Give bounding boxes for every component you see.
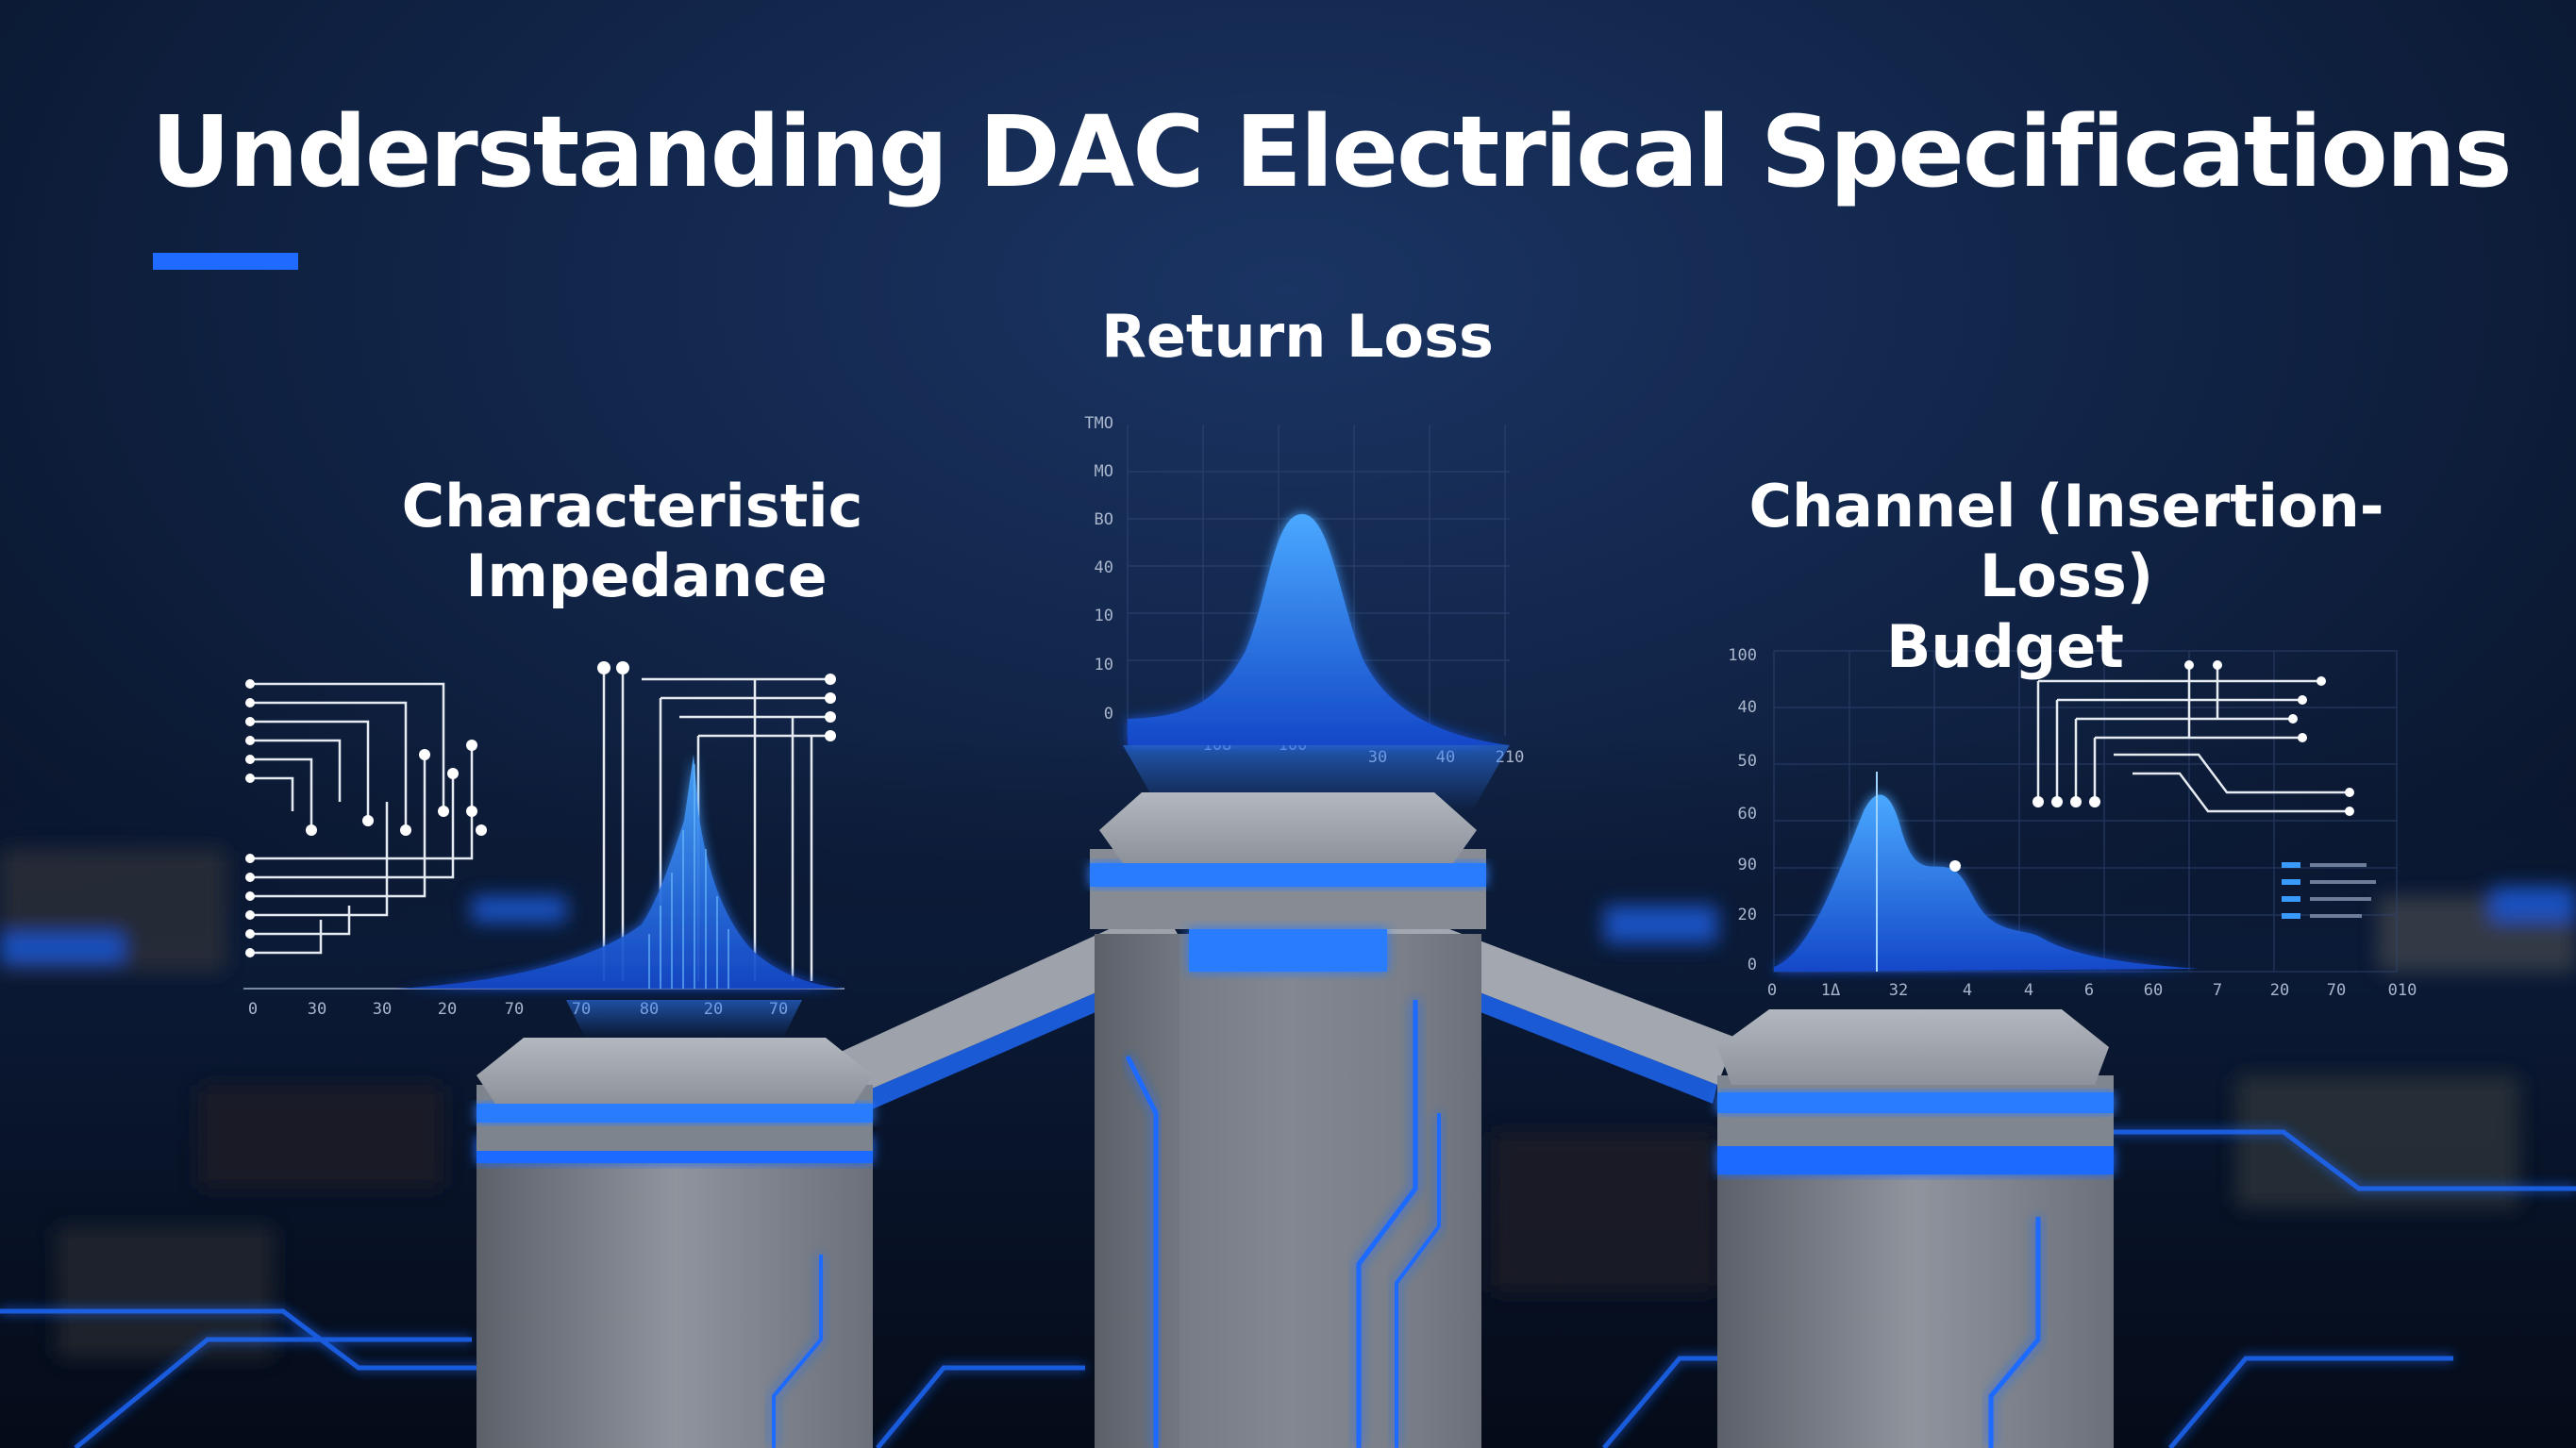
- channel-loss-curve: [1774, 794, 2199, 972]
- circuit-traces: [0, 1129, 2576, 1448]
- svg-text:50: 50: [1738, 752, 1757, 771]
- channel-legend: [2282, 862, 2376, 919]
- svg-text:40: 40: [1095, 558, 1113, 577]
- svg-text:0: 0: [248, 1000, 258, 1019]
- svg-text:010: 010: [2388, 981, 2417, 1000]
- impedance-spike-fine-lines: [648, 764, 729, 989]
- svg-text:40: 40: [1738, 698, 1757, 717]
- channel-budget-line2: Budget: [1886, 611, 2124, 681]
- svg-text:BO: BO: [1095, 510, 1113, 529]
- svg-text:32: 32: [1889, 981, 1908, 1000]
- svg-text:20: 20: [2270, 981, 2289, 1000]
- svg-text:70: 70: [2327, 981, 2346, 1000]
- impedance-schematic-nodes: [245, 679, 487, 957]
- svg-text:90: 90: [1738, 856, 1757, 874]
- return-loss-label: Return Loss: [1101, 302, 1494, 371]
- characteristic-impedance-line1: Characteristic: [401, 472, 863, 541]
- pillar-right: [1717, 1009, 2114, 1448]
- svg-text:6: 6: [2084, 981, 2094, 1000]
- svg-text:100: 100: [1728, 646, 1757, 665]
- svg-text:0: 0: [1748, 956, 1757, 974]
- svg-text:30: 30: [373, 1000, 392, 1019]
- channel-schematic: [2036, 665, 2350, 813]
- pillar-left: [477, 1038, 873, 1448]
- svg-text:70: 70: [505, 1000, 524, 1019]
- svg-text:60: 60: [1738, 805, 1757, 824]
- impedance-nodes-right: [597, 661, 836, 741]
- channel-budget-line1: Channel (Insertion-Loss): [1748, 472, 2384, 611]
- return-loss-bell-curve: [1128, 514, 1510, 745]
- svg-text:MO: MO: [1095, 462, 1113, 481]
- channel-budget-label: Channel (Insertion-Loss) Budget: [1670, 472, 2463, 682]
- pillar-center: [1090, 792, 1486, 1448]
- channel-axis-ticks: 100 40 50 60 90 20 0 0 1Δ 32 4 4 6 60 7 …: [1728, 646, 2417, 1000]
- svg-text:0: 0: [1104, 705, 1113, 724]
- svg-text:60: 60: [2144, 981, 2163, 1000]
- impedance-schematic-left: [250, 682, 474, 955]
- svg-text:4: 4: [2024, 981, 2033, 1000]
- impedance-light-beam: [566, 1000, 802, 1038]
- svg-text:7: 7: [2213, 981, 2222, 1000]
- svg-text:TMO: TMO: [1084, 414, 1113, 433]
- channel-schematic-nodes: [2032, 660, 2354, 816]
- title-accent-bar: [153, 253, 298, 270]
- circuit-board: [0, 849, 2576, 1358]
- characteristic-impedance-line2: Impedance: [465, 541, 828, 611]
- svg-text:20: 20: [1738, 906, 1757, 924]
- svg-text:1Δ: 1Δ: [1821, 981, 1840, 1000]
- impedance-spike-curve: [396, 755, 845, 989]
- svg-text:4: 4: [1963, 981, 1972, 1000]
- svg-text:10: 10: [1095, 607, 1113, 625]
- slide-title: Understanding DAC Electrical Specificati…: [151, 94, 2513, 209]
- svg-text:0: 0: [1767, 981, 1777, 1000]
- svg-text:20: 20: [438, 1000, 457, 1019]
- svg-text:10: 10: [1095, 656, 1113, 674]
- characteristic-impedance-label: Characteristic Impedance: [387, 472, 878, 612]
- svg-text:30: 30: [308, 1000, 326, 1019]
- channel-marker-dot: [1949, 860, 1961, 872]
